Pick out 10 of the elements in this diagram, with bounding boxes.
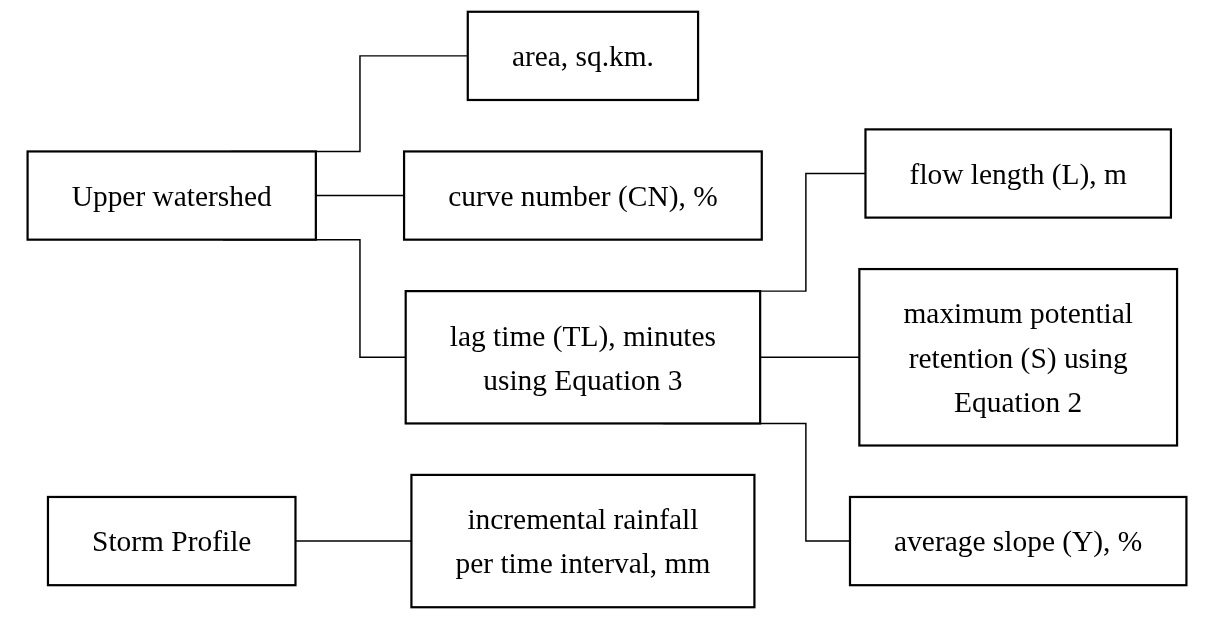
node-box: Storm Profile (46, 495, 297, 587)
node-box: Upper watershed (26, 150, 317, 241)
node-box: average slope (Y), % (848, 495, 1188, 587)
node-box: lag time (TL), minutes using Equation 3 (404, 290, 762, 425)
node-box: curve number (CN), % (402, 150, 763, 241)
node-box: flow length (L), m (864, 128, 1173, 219)
node-box: maximum potential retention (S) using Equation 2 (858, 267, 1179, 447)
node-box: area, sq.km. (466, 10, 700, 102)
node-box: incremental rainfall per time interval, mm (410, 473, 756, 609)
connector (315, 194, 405, 197)
